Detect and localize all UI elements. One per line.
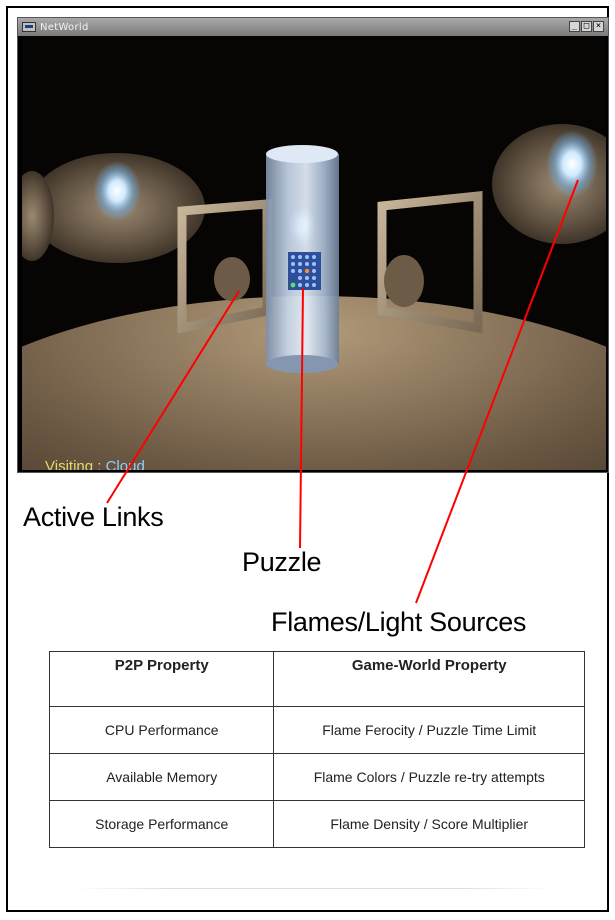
visiting-value: Cloud	[105, 458, 145, 470]
app-window-icon[interactable]	[22, 22, 36, 32]
table-header-row: P2P Property Game-World Property	[48, 651, 585, 707]
scene-canvas	[22, 36, 606, 470]
table-cell: Flame Colors / Puzzle re-try attempts	[273, 753, 585, 801]
rock-far-left	[22, 171, 54, 261]
window-title: NetWorld	[40, 21, 89, 33]
table-cell: Storage Performance	[48, 800, 275, 848]
header-p2p-property: P2P Property	[48, 651, 275, 707]
annotation-flames: Flames/Light Sources	[271, 607, 527, 637]
visiting-label: Visiting :	[45, 458, 102, 470]
puzzle-grid[interactable]	[288, 252, 321, 290]
flame-left	[93, 161, 141, 221]
minimize-button[interactable]: _	[569, 21, 580, 32]
window-titlebar[interactable]: NetWorld _ □ ×	[18, 18, 608, 36]
annotation-active-links: Active Links	[23, 502, 164, 532]
window-controls: _ □ ×	[569, 21, 604, 32]
flame-right	[546, 130, 598, 198]
table-cell: Flame Density / Score Multiplier	[273, 800, 585, 848]
networld-window: NetWorld _ □ ×	[17, 17, 609, 473]
maximize-button[interactable]: □	[581, 21, 592, 32]
property-mapping-table: P2P Property Game-World Property CPU Per…	[48, 651, 585, 848]
table-row: Available Memory Flame Colors / Puzzle r…	[48, 753, 585, 801]
table-cell: Available Memory	[48, 753, 275, 801]
game-viewport[interactable]: Visiting : Cloud	[22, 36, 606, 470]
visiting-status: Visiting : Cloud	[45, 458, 145, 470]
table-cell: Flame Ferocity / Puzzle Time Limit	[273, 706, 585, 754]
header-game-world-property: Game-World Property	[273, 651, 585, 707]
table-cell: CPU Performance	[48, 706, 275, 754]
table-row: Storage Performance Flame Density / Scor…	[48, 800, 585, 848]
annotation-puzzle: Puzzle	[242, 547, 322, 577]
close-button[interactable]: ×	[593, 21, 604, 32]
divider	[75, 888, 555, 889]
table-row: CPU Performance Flame Ferocity / Puzzle …	[48, 706, 585, 754]
